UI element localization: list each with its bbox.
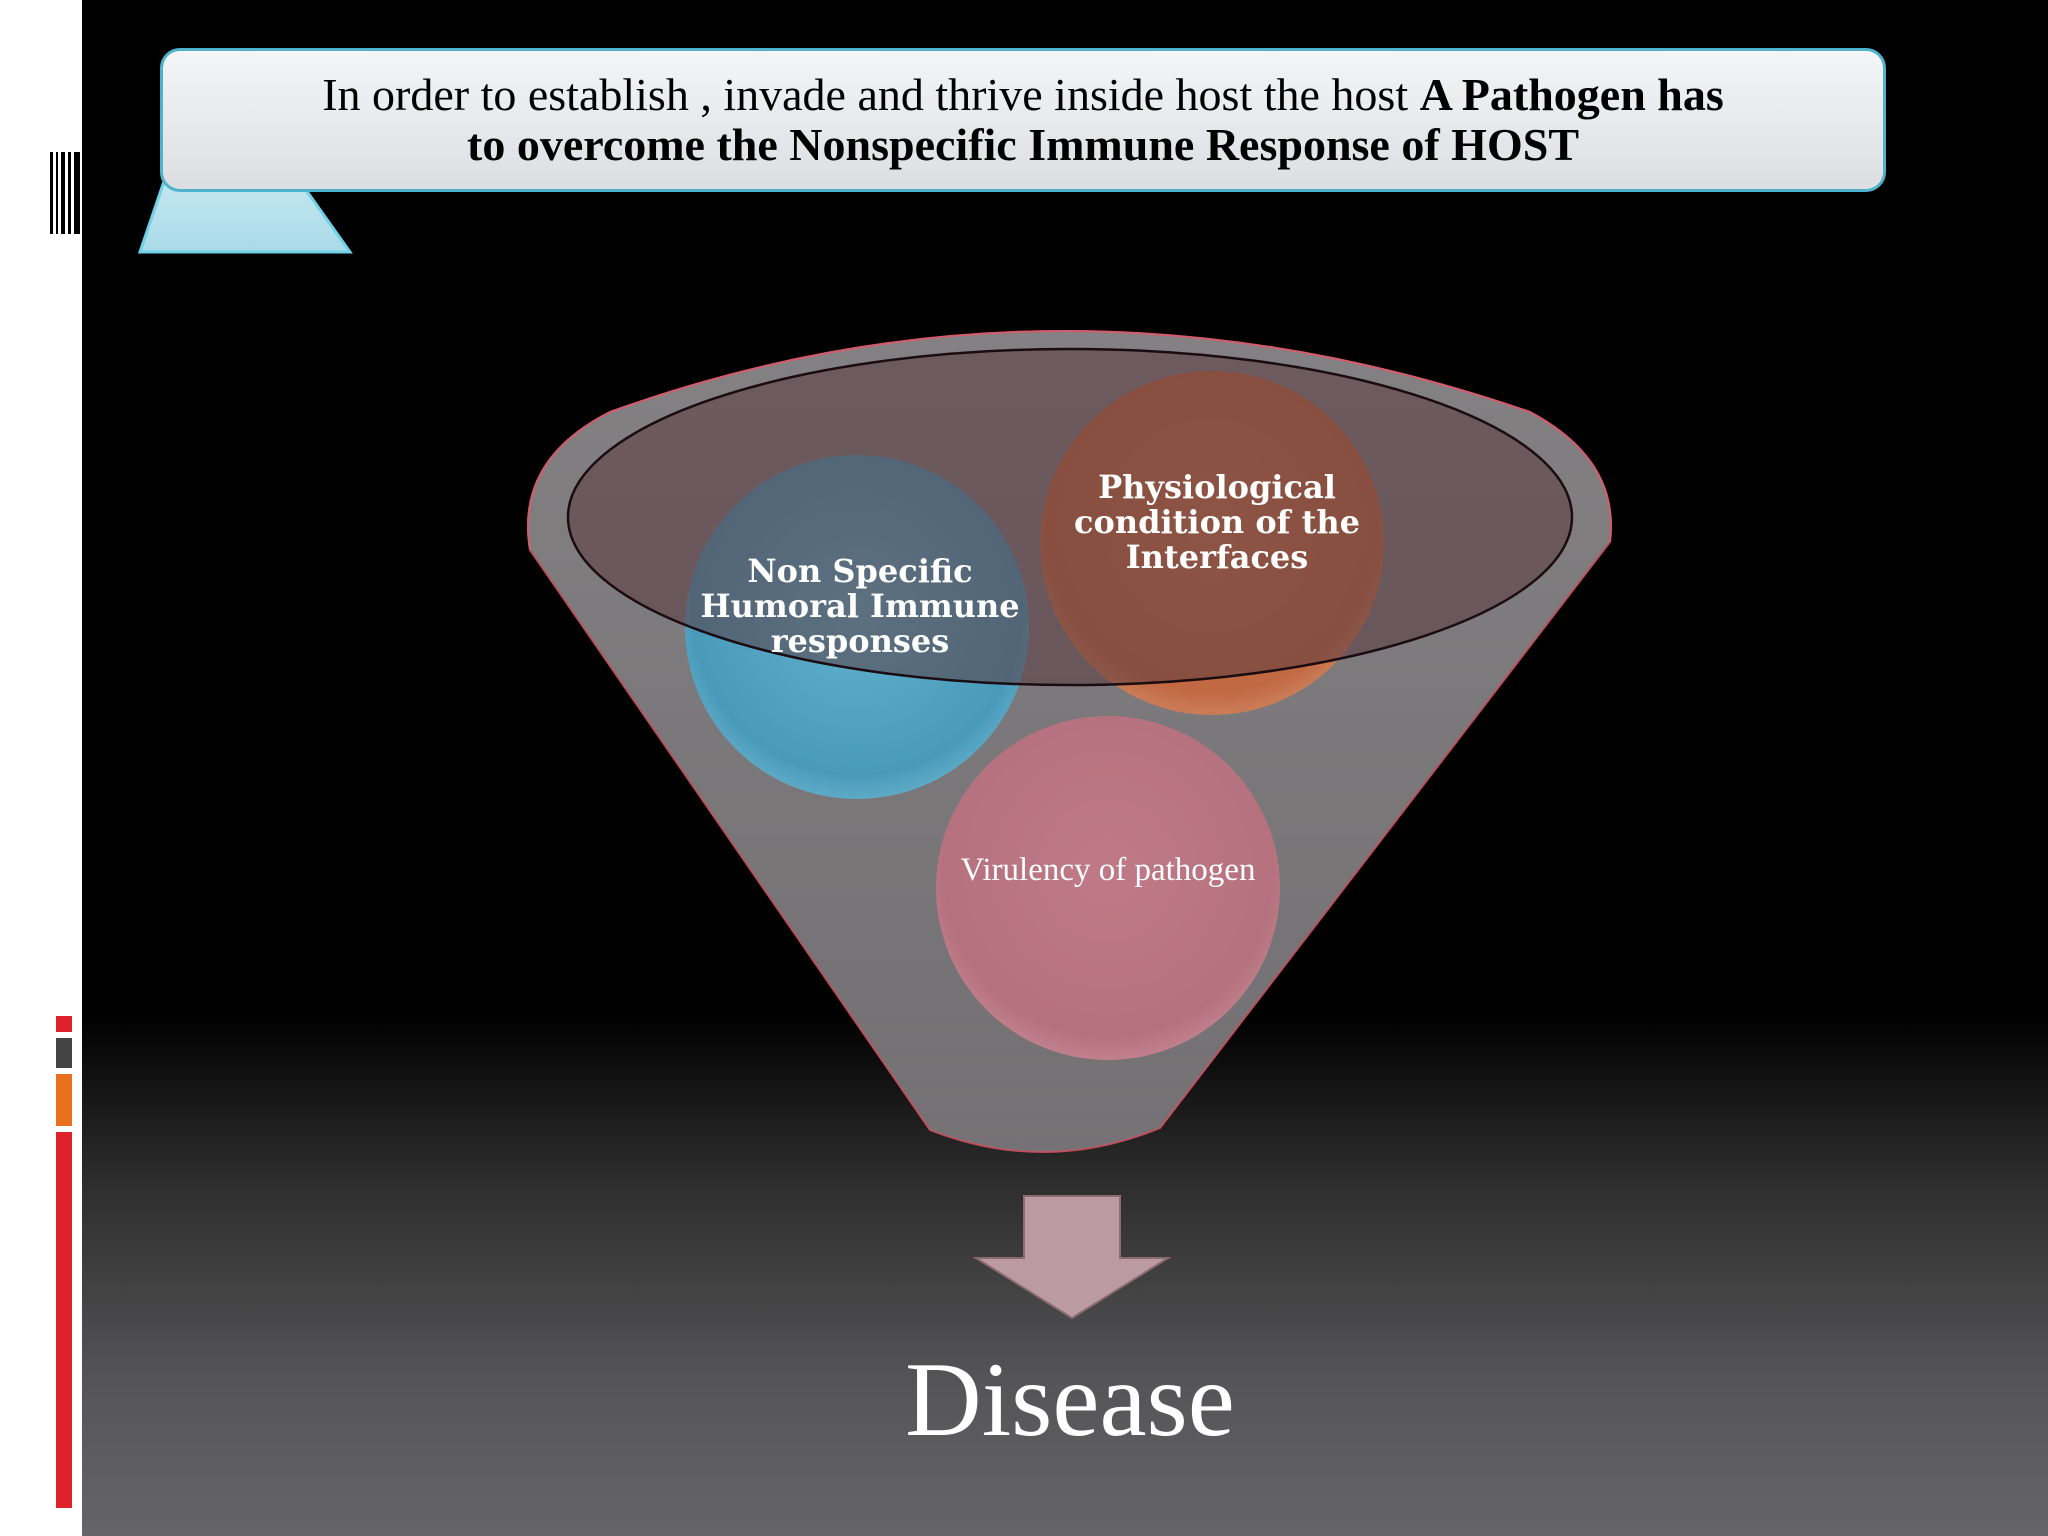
circle-virulency xyxy=(936,716,1280,1060)
funnel-rim xyxy=(566,347,1574,687)
banner-line-1-text: In order to establish , invade and thriv… xyxy=(322,69,1420,120)
accent-orange xyxy=(56,1074,72,1126)
label-physiological-condition: Physiological condition of the Interface… xyxy=(1074,468,1360,576)
label-virulency: Virulency of pathogen xyxy=(960,852,1256,888)
accent-gray xyxy=(56,1038,72,1068)
result-disease: Disease xyxy=(905,1341,1235,1458)
banner-line-2: to overcome the Nonspecific Immune Respo… xyxy=(467,120,1579,170)
banner-line-1: In order to establish , invade and thriv… xyxy=(322,70,1724,120)
label-nonspecific-humoral: Non Specific Humoral Immune responses xyxy=(700,552,1020,660)
left-margin-strip xyxy=(0,0,82,1536)
barcode-decoration xyxy=(50,152,80,234)
accent-red-small xyxy=(56,1016,72,1032)
accent-red-long xyxy=(56,1132,72,1508)
banner-line-2-emphasis: to overcome the Nonspecific Immune Respo… xyxy=(467,119,1579,170)
funnel-rim-highlight xyxy=(526,330,1612,551)
banner-line-1-emphasis: A Pathogen has xyxy=(1419,69,1724,120)
down-arrow xyxy=(972,1195,1172,1320)
title-banner: In order to establish , invade and thriv… xyxy=(160,48,1886,192)
